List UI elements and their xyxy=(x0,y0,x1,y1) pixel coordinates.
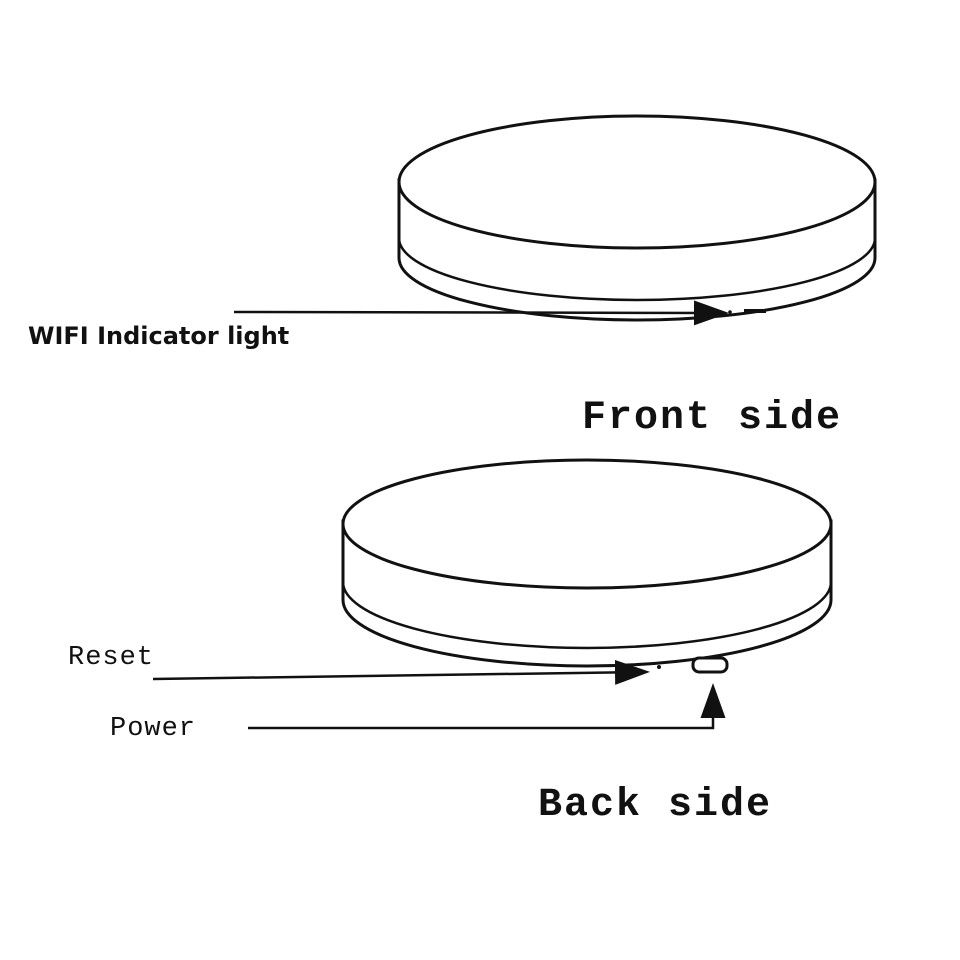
power-label: Power xyxy=(110,714,196,744)
front-device-groove xyxy=(397,237,877,302)
front-indicator-dot xyxy=(728,310,732,314)
power-leader xyxy=(248,683,726,730)
back-device-top xyxy=(341,458,833,590)
wifi-indicator-label: WIFI Indicator light xyxy=(28,322,289,350)
back-side-title: Back side xyxy=(538,783,772,828)
power-port xyxy=(691,656,729,674)
back-device-groove xyxy=(341,581,833,650)
reset-leader xyxy=(152,659,650,685)
wifi-indicator-leader xyxy=(233,300,729,326)
front-device xyxy=(397,114,877,322)
back-device xyxy=(341,458,833,674)
reset-label: Reset xyxy=(68,643,154,673)
reset-pinhole xyxy=(657,665,661,669)
front-device-top xyxy=(397,114,877,250)
front-side-title: Front side xyxy=(582,396,842,441)
